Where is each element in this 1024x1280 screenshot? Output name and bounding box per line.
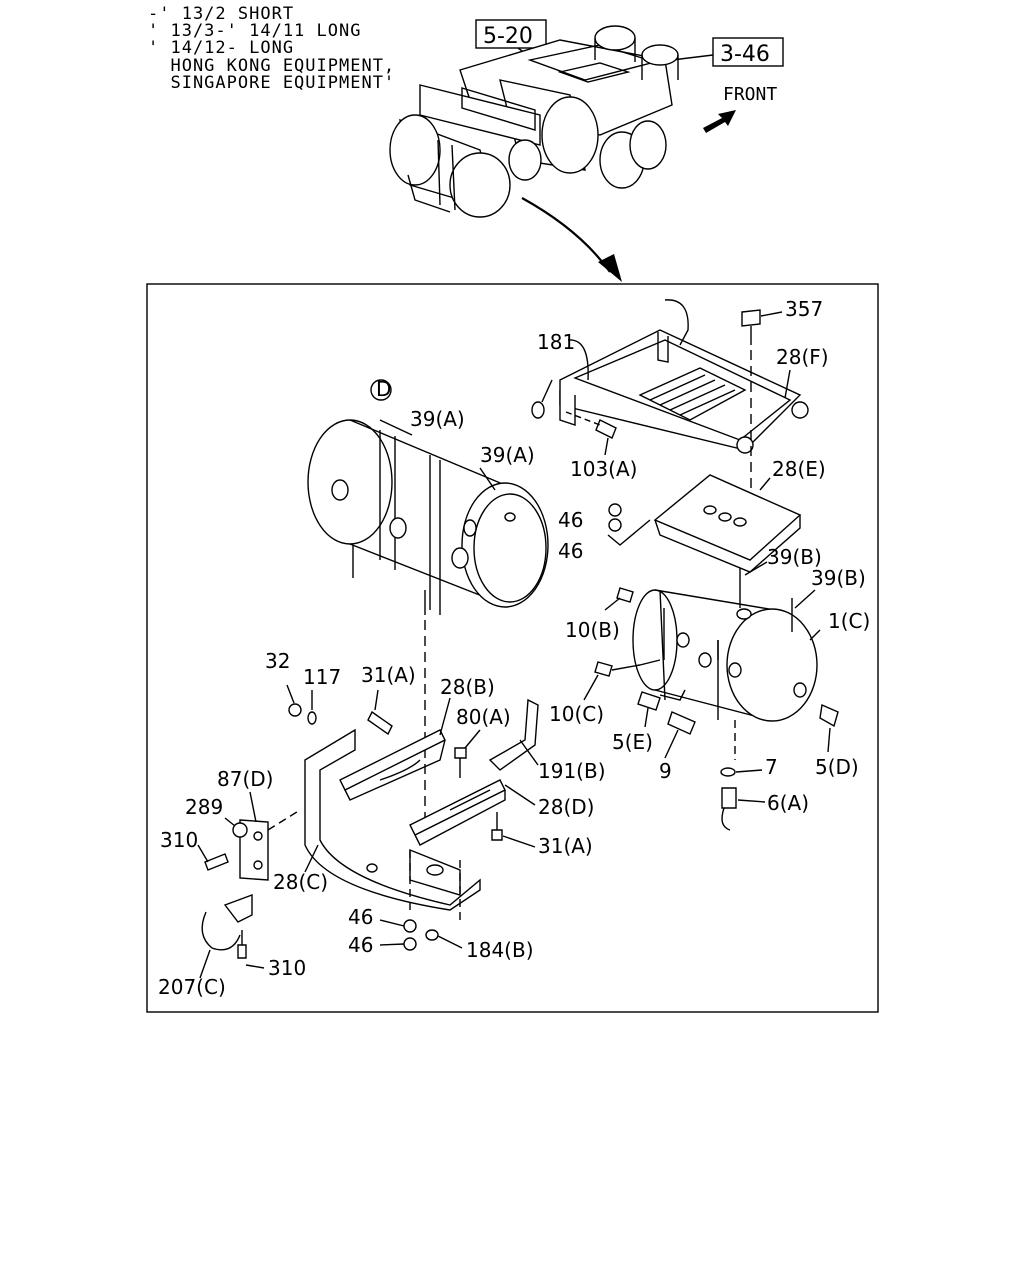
header-line-3: ' 14/12- LONG [148,38,295,58]
header-line-5: SINGAPORE EQUIPMENT' [148,73,396,93]
label-39B-2: 39(B) [811,566,866,590]
label-310-1: 310 [160,828,198,852]
ref-box-5-20-label: 5-20 [483,24,533,49]
drain-valve-6A [721,787,737,809]
label-207C: 207(C) [158,975,226,999]
label-181: 181 [537,330,575,354]
nut-289 [232,822,248,838]
label-46-b: 46 [558,539,583,563]
bolt-31A-lower [491,829,503,841]
label-310-2: 310 [268,956,306,980]
fitting-5E [637,691,661,711]
tank-39A [307,419,549,830]
marker-D [370,379,392,401]
part-labels: 357 181 28(F) 103(A) 39(A) 39(A) 28(E) 4… [158,297,870,999]
bolt-103A [595,419,617,439]
label-5E: 5(E) [612,730,653,754]
label-32: 32 [265,649,290,673]
bolt-31A-upper [367,710,393,736]
label-9: 9 [659,759,672,783]
label-10C: 10(C) [549,702,604,726]
header-line-2: ' 13/3-' 14/11 LONG [148,21,362,41]
nut-46-d [403,937,417,951]
nut-46-a [608,503,622,517]
bolt-357 [741,309,783,540]
label-28B: 28(B) [440,675,495,699]
header-line-1: -' 13/2 SHORT [148,4,295,24]
washer-117 [307,711,317,725]
label-39A-2: 39(A) [480,443,535,467]
washer-7 [720,767,736,777]
detail-frame [146,283,879,1013]
bolt-310-upper [204,853,229,871]
label-191B: 191(B) [538,759,606,783]
label-28F: 28(F) [776,345,829,369]
tank-1C [594,568,839,760]
label-103A: 103(A) [570,457,637,481]
bracket-28F [559,299,809,454]
label-39B-1: 39(B) [767,545,822,569]
label-31A-2: 31(A) [538,834,593,858]
label-5D: 5(D) [815,755,859,779]
label-184B: 184(B) [466,938,534,962]
ref-box-5-20 [475,19,547,49]
nut-46-b [608,518,622,532]
label-39A-1: 39(A) [410,407,465,431]
label-46-d: 46 [348,933,373,957]
label-357: 357 [785,297,823,321]
label-7: 7 [765,755,778,779]
switch-9 [667,711,696,735]
label-28E: 28(E) [772,457,826,481]
label-10B: 10(B) [565,618,620,642]
label-87D: 87(D) [217,767,273,791]
label-46-a: 46 [558,508,583,532]
front-arrow-icon [703,110,736,133]
label-46-c: 46 [348,905,373,929]
bolt-80A [454,747,467,759]
overview-assembly: 5-20 3-46 FRONT [389,19,784,282]
front-label: FRONT [723,84,777,105]
ref-box-3-46-label: 3-46 [720,42,770,67]
label-28C: 28(C) [273,870,328,894]
washer-181 [531,401,545,419]
header-line-4: HONG KONG EQUIPMENT, [148,56,396,76]
label-6A: 6(A) [767,791,809,815]
label-1C: 1(C) [828,609,870,633]
bolt-310-lower [237,944,247,959]
marker-D-label: D [376,377,391,401]
washer-184B [425,929,439,941]
label-80A: 80(A) [456,705,511,729]
nut-46-c [403,919,417,933]
label-31A-1: 31(A) [361,663,416,687]
label-289: 289 [185,795,223,819]
label-28D: 28(D) [538,795,594,819]
label-117: 117 [303,665,341,689]
nut-32 [288,703,302,717]
ref-box-3-46 [712,37,784,67]
leader-lines [197,369,831,979]
